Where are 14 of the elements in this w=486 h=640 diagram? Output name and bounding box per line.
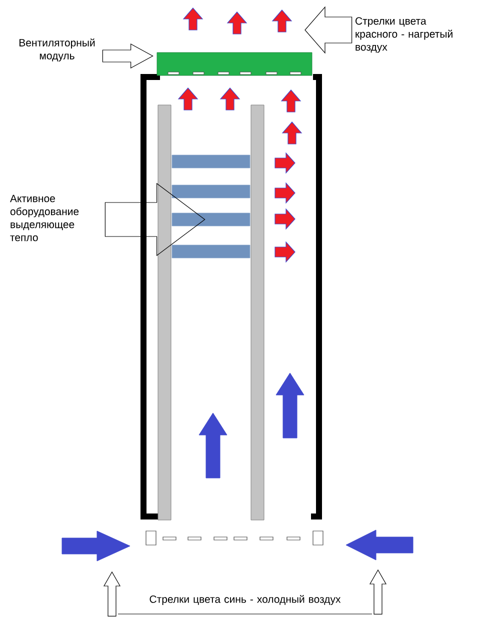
equipment-board	[172, 244, 250, 258]
equipment-board	[172, 184, 250, 198]
callout-text: Активное оборудование выделяющее тепло	[10, 194, 79, 242]
callout-arrow	[102, 44, 154, 69]
callout-text: Вентиляторный модуль	[20, 38, 95, 62]
equipment-board	[172, 154, 250, 168]
caption-text: Стрелки цвета синь - холодный воздух	[150, 595, 341, 605]
callout-arrow	[104, 182, 206, 256]
callout-arrow	[304, 6, 352, 54]
fan-module	[156, 52, 312, 76]
callout-text: Стрелки цвета красного - нагретый воздух	[356, 17, 452, 53]
callout-arrow	[103, 571, 121, 616]
equipment-board	[172, 212, 250, 226]
callout-arrow	[369, 569, 387, 614]
